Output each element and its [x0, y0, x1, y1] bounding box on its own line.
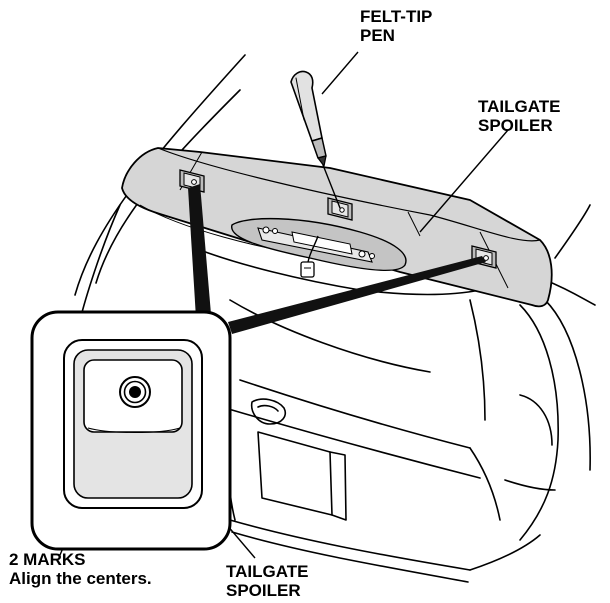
label-spoiler-top-line2: SPOILER [478, 116, 553, 135]
label-spoiler-bottom-line1: TAILGATE [226, 562, 309, 581]
felt-tip-pen-icon [290, 70, 341, 209]
tailgate-spoiler [121, 147, 553, 308]
alignment-mark-icon [119, 376, 151, 408]
label-2-marks: 2 MARKS Align the centers. [9, 550, 152, 588]
label-felt-tip-pen: FELT-TIP PEN [360, 7, 432, 45]
center-mount-mark [327, 197, 353, 221]
label-tailgate-spoiler-top: TAILGATE SPOILER [478, 97, 560, 135]
label-spoiler-top-line1: TAILGATE [478, 97, 561, 116]
magnification-callout [188, 184, 486, 334]
label-felt-tip-pen-line2: PEN [360, 26, 395, 45]
label-tailgate-spoiler-bottom: TAILGATE SPOILER [226, 562, 308, 600]
label-marks-line2: Align the centers. [9, 569, 152, 588]
detail-inset [30, 310, 232, 551]
leader-felt-tip-pen [321, 51, 359, 95]
tailgate-body [74, 54, 596, 583]
leader-spoiler-top [419, 129, 509, 233]
label-spoiler-bottom-line2: SPOILER [226, 581, 301, 600]
label-marks-line1: 2 MARKS [9, 550, 86, 569]
label-felt-tip-pen-line1: FELT-TIP [360, 7, 433, 26]
